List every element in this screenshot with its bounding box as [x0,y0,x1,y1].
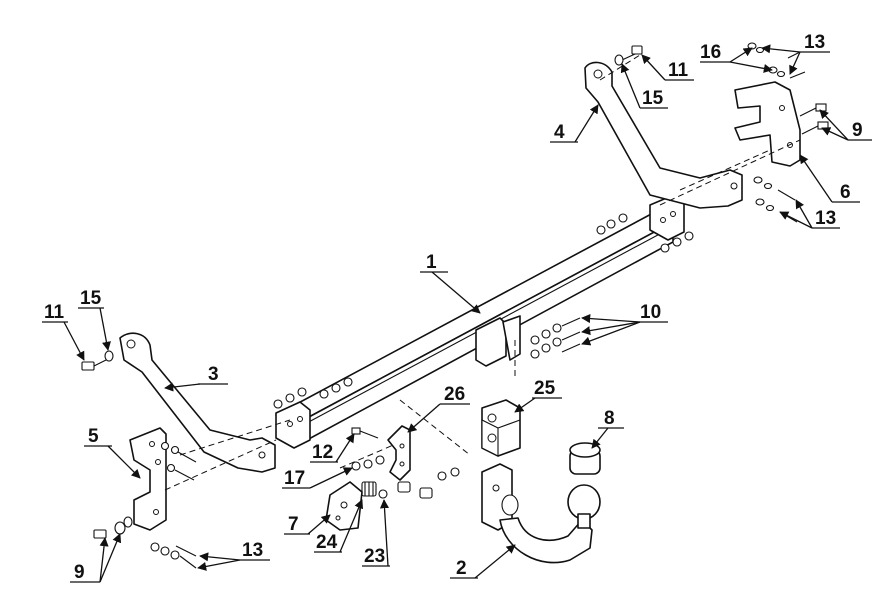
tow-ball-part-2 [481,463,601,564]
label-15-left: 15 [80,288,102,309]
label-23: 23 [364,546,385,567]
label-12: 12 [312,442,333,463]
label-6: 6 [840,182,851,203]
label-13-top: 13 [804,32,825,53]
side-arm-right-part-4 [584,61,743,209]
label-25: 25 [534,378,556,399]
label-1: 1 [426,252,437,273]
label-9-right: 9 [852,120,863,141]
crossbar-part-1 [275,193,685,449]
label-10: 10 [640,302,661,323]
bracket-part-26 [387,425,411,481]
socket-plate-part-7 [325,481,363,531]
label-11-left: 11 [44,302,65,323]
side-arm-left-part-3 [119,332,276,473]
assembly-lines [164,54,801,491]
mount-bracket-left-part-5 [129,427,167,531]
label-9-left: 9 [74,562,85,583]
label-8: 8 [604,408,615,429]
label-16: 16 [700,42,721,63]
label-26: 26 [444,384,465,405]
label-15-right: 15 [642,88,664,109]
label-5: 5 [88,426,99,447]
socket-part-25 [481,399,521,457]
label-11-right: 11 [668,60,689,81]
label-13-bottom: 13 [242,540,263,561]
label-2: 2 [456,558,467,579]
mount-bracket-right-part-6 [734,81,801,167]
label-7: 7 [288,514,299,535]
ball-cap-part-8 [569,442,601,475]
fasteners [81,42,829,569]
label-4: 4 [554,122,565,143]
label-13-right: 13 [815,208,836,229]
label-3: 3 [208,364,219,385]
label-24: 24 [316,532,338,553]
label-17: 17 [284,468,305,489]
